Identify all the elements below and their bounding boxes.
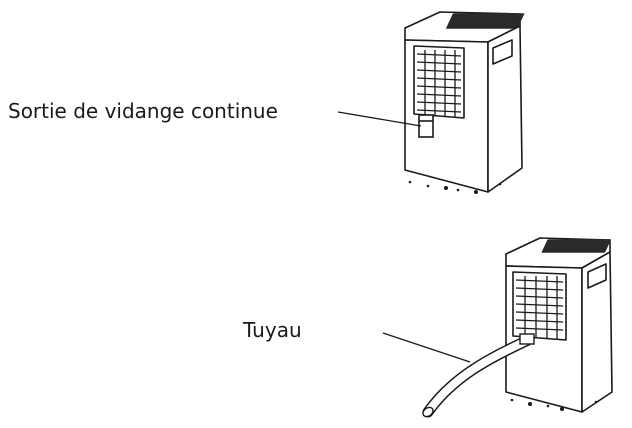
drain-hose-end	[422, 406, 434, 418]
hose-fitting	[519, 333, 535, 345]
drain-hose-inner	[424, 336, 532, 416]
top-unit-side-handle	[492, 39, 513, 65]
bottom-unit-top-grille	[541, 239, 611, 253]
drain-outlet-label: Sortie de vidange continue	[8, 99, 278, 123]
bottom-air-conditioner-unit	[505, 237, 613, 413]
bottom-unit-base-details	[510, 398, 598, 411]
top-unit-grille-slats	[416, 50, 462, 117]
hose-leader-line	[382, 332, 471, 363]
top-unit-top-grille	[446, 13, 525, 29]
bottom-unit-grille-slats	[515, 276, 564, 339]
top-unit-side-face	[487, 25, 523, 193]
hose-label: Tuyau	[243, 318, 302, 342]
bottom-unit-side-face	[581, 251, 613, 413]
drain-outlet-leader-line	[337, 111, 422, 127]
bottom-unit-side-handle	[587, 263, 607, 289]
bottom-unit-front-grille-frame	[512, 271, 567, 341]
top-unit-front-grille-frame	[413, 45, 465, 119]
drain-outlet-spout	[418, 114, 434, 138]
top-unit-base-details	[408, 180, 502, 194]
